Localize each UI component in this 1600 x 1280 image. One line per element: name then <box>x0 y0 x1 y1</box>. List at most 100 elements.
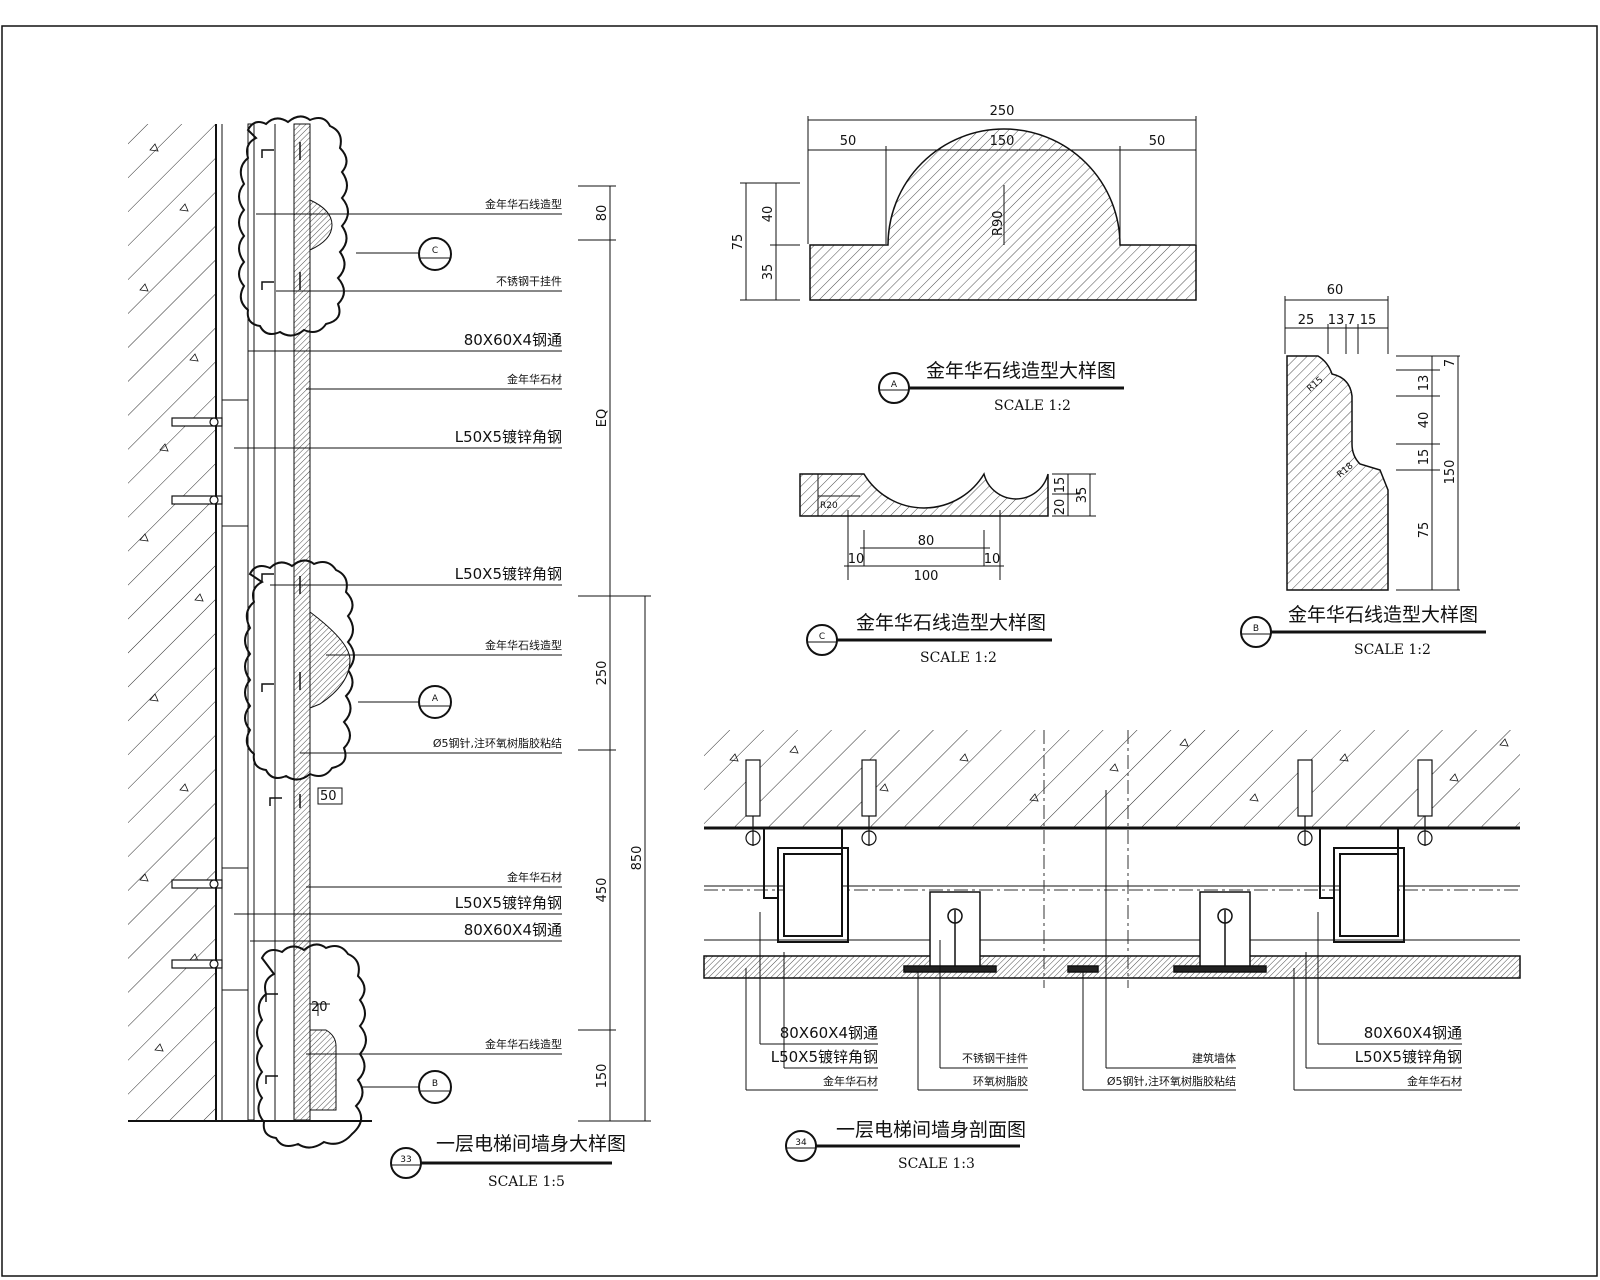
svg-text:15: 15 <box>1417 449 1432 466</box>
callout-stone-2: 金年华石材 <box>507 870 562 884</box>
section-labels: 80X60X4钢通 L50X5镀锌角钢 金年华石材 不锈钢干挂件 环氧树脂胶 建… <box>771 1024 1462 1088</box>
svg-text:一层电梯间墙身剖面图: 一层电梯间墙身剖面图 <box>836 1119 1026 1141</box>
section-angles <box>763 828 1399 899</box>
svg-text:R20: R20 <box>820 501 838 511</box>
profile-c-left <box>309 199 333 251</box>
svg-text:金年华石线造型大样图: 金年华石线造型大样图 <box>1288 604 1478 626</box>
svg-text:B: B <box>1253 624 1259 634</box>
callout-hanger: 不锈钢干挂件 <box>496 274 562 288</box>
callout-angle-1: L50X5镀锌角钢 <box>455 428 562 446</box>
section-hangers <box>903 891 1267 973</box>
section-steel-tube-right <box>1339 853 1399 937</box>
section-steel-tube-left <box>783 853 843 937</box>
svg-text:150: 150 <box>595 1064 610 1089</box>
stone-slab <box>293 123 311 1121</box>
callout-stone-1: 金年华石材 <box>507 372 562 386</box>
callout-leaders-left <box>234 213 562 1088</box>
svg-text:40: 40 <box>761 206 776 223</box>
profile-b-left <box>309 1029 337 1111</box>
svg-text:60: 60 <box>1327 283 1344 298</box>
svg-text:80X60X4钢通: 80X60X4钢通 <box>1364 1024 1462 1042</box>
svg-text:20: 20 <box>311 1000 328 1015</box>
callout-pin: Ø5钢针,注环氧树脂胶粘结 <box>433 736 562 750</box>
concrete-aggregate <box>139 143 204 1052</box>
svg-text:不锈钢干挂件: 不锈钢干挂件 <box>962 1051 1028 1065</box>
angle-plate-2 <box>221 867 249 991</box>
left-wall-detail: 金年华石线造型 不锈钢干挂件 80X60X4钢通 金年华石材 L50X5镀锌角钢… <box>128 115 651 1190</box>
svg-text:80: 80 <box>595 205 610 222</box>
profile-detail-a: 250 50 150 50 75 40 35 R90 A 金年华石线造型大样图 … <box>731 104 1197 414</box>
title-block-a: A 金年华石线造型大样图 SCALE 1:2 <box>878 360 1124 414</box>
svg-text:150: 150 <box>990 134 1015 149</box>
profile-detail-c: 80 10 100 10 15 20 35 R20 C 金年华石线造型大样图 S… <box>799 472 1096 666</box>
left-detail-title: 一层电梯间墙身大样图 <box>436 1133 626 1155</box>
title-block-section: 34 一层电梯间墙身剖面图 SCALE 1:3 <box>785 1119 1026 1172</box>
svg-text:450: 450 <box>595 878 610 903</box>
sheet-border <box>1 25 1598 1277</box>
svg-text:SCALE 1:3: SCALE 1:3 <box>898 1156 975 1172</box>
section-mark-a: A <box>418 685 452 719</box>
section-wall <box>704 730 1520 827</box>
title-block-b: B 金年华石线造型大样图 SCALE 1:2 <box>1240 604 1486 658</box>
callout-stone-profile-3: 金年华石线造型 <box>485 1037 562 1051</box>
svg-text:7: 7 <box>1443 359 1458 367</box>
callout-labels-left: 金年华石线造型 不锈钢干挂件 80X60X4钢通 金年华石材 L50X5镀锌角钢… <box>433 197 562 1051</box>
callout-stone-profile-2: 金年华石线造型 <box>485 638 562 652</box>
svg-text:33: 33 <box>400 1155 411 1165</box>
svg-text:金年华石材: 金年华石材 <box>823 1074 878 1088</box>
svg-text:80X60X4钢通: 80X60X4钢通 <box>780 1024 878 1042</box>
svg-text:150: 150 <box>1443 460 1458 485</box>
section-mark-c: C <box>418 237 452 271</box>
hanger-clips <box>261 142 301 1084</box>
svg-text:建筑墙体: 建筑墙体 <box>1192 1051 1236 1065</box>
callout-steel-tube-1: 80X60X4钢通 <box>464 331 562 349</box>
svg-text:A: A <box>891 380 898 390</box>
profile-b-shape <box>1286 355 1389 591</box>
svg-text:10: 10 <box>984 552 1001 567</box>
svg-text:R90: R90 <box>991 210 1006 236</box>
dimension-text-left: 80 EQ 250 450 150 850 50 20 <box>311 205 645 1089</box>
svg-text:80: 80 <box>918 534 935 549</box>
svg-text:SCALE 1:2: SCALE 1:2 <box>994 398 1071 414</box>
svg-text:50: 50 <box>1149 134 1166 149</box>
svg-text:15: 15 <box>1053 477 1068 494</box>
svg-text:40: 40 <box>1417 412 1432 429</box>
svg-text:Ø5钢针,注环氧树脂胶粘结: Ø5钢针,注环氧树脂胶粘结 <box>1107 1074 1236 1088</box>
svg-text:L50X5镀锌角钢: L50X5镀锌角钢 <box>771 1048 878 1066</box>
section-aggregate <box>729 738 1509 802</box>
svg-text:15: 15 <box>1360 313 1377 328</box>
callout-steel-tube-2: 80X60X4钢通 <box>464 921 562 939</box>
svg-text:250: 250 <box>990 104 1015 119</box>
svg-text:100: 100 <box>914 569 939 584</box>
profile-a-shape <box>809 128 1197 301</box>
section-leaders <box>745 790 1462 1091</box>
anchor-bolts <box>171 417 223 969</box>
svg-text:13: 13 <box>1328 313 1345 328</box>
svg-text:13: 13 <box>1417 375 1432 392</box>
svg-text:A: A <box>432 694 439 704</box>
profile-a-left <box>309 604 351 709</box>
title-block-left: 33 一层电梯间墙身大样图 SCALE 1:5 <box>390 1133 626 1190</box>
svg-text:50: 50 <box>840 134 857 149</box>
angle-plate-1 <box>221 399 249 527</box>
svg-text:34: 34 <box>795 1138 807 1148</box>
svg-text:金年华石材: 金年华石材 <box>1407 1074 1462 1088</box>
svg-text:金年华石线造型大样图: 金年华石线造型大样图 <box>926 360 1116 382</box>
cloud-outlines <box>238 115 367 1149</box>
svg-text:20: 20 <box>1053 499 1068 516</box>
svg-text:环氧树脂胶: 环氧树脂胶 <box>973 1074 1028 1088</box>
steel-tube <box>247 123 255 1121</box>
svg-text:C: C <box>819 632 825 642</box>
concrete-wall <box>128 124 216 1120</box>
title-block-c: C 金年华石线造型大样图 SCALE 1:2 <box>806 612 1052 666</box>
svg-text:C: C <box>432 246 438 256</box>
svg-text:75: 75 <box>1417 522 1432 539</box>
svg-text:L50X5镀锌角钢: L50X5镀锌角钢 <box>1355 1048 1462 1066</box>
section-mark-b: B <box>418 1070 452 1104</box>
section-anchors <box>745 759 1433 846</box>
dimension-chain-left <box>310 185 651 1122</box>
svg-text:250: 250 <box>595 661 610 686</box>
svg-text:SCALE 1:2: SCALE 1:2 <box>920 650 997 666</box>
svg-text:35: 35 <box>761 264 776 281</box>
